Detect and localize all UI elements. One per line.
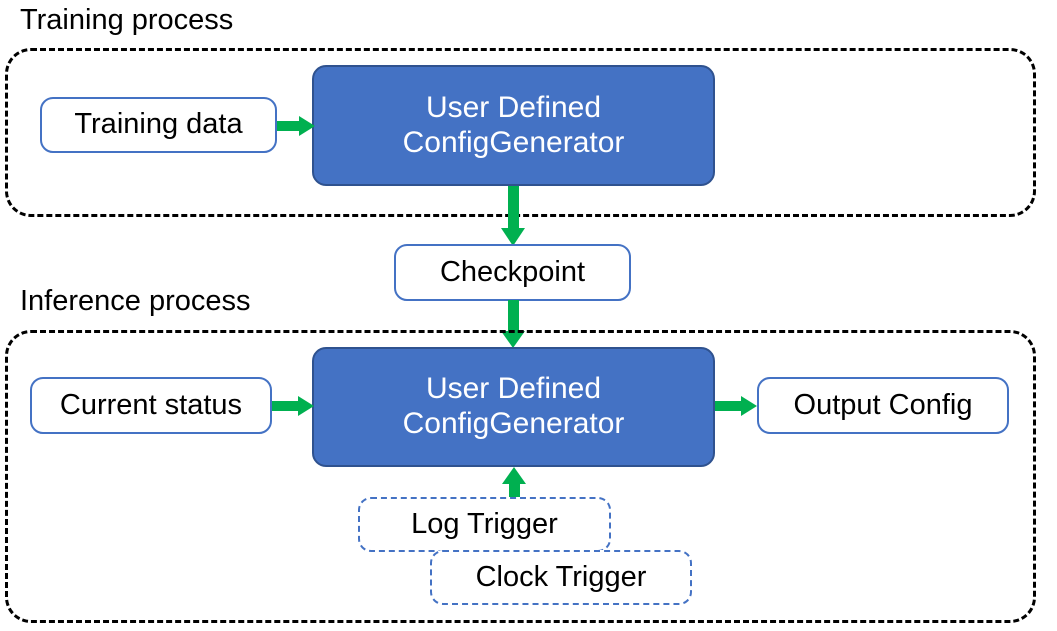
inference-config-generator-line1: User Defined: [425, 372, 602, 406]
training-process-caption: Training process: [20, 4, 234, 36]
arrow-checkpoint-to-inference-process: [501, 300, 525, 348]
arrow-current-status-to-process: [272, 396, 314, 416]
node-log-trigger-label: Log Trigger: [411, 508, 558, 540]
node-current-status-label: Current status: [59, 388, 243, 421]
training-config-generator-line2: ConfigGenerator: [402, 125, 625, 159]
node-clock-trigger-label: Clock Trigger: [475, 561, 647, 593]
inference-config-generator-line2: ConfigGenerator: [402, 407, 625, 440]
node-log-trigger[interactable]: Log Trigger: [358, 497, 611, 552]
node-training-config-generator[interactable]: User Defined ConfigGenerator: [312, 65, 715, 186]
arrow-training-process-to-checkpoint: [501, 186, 525, 246]
node-training-data[interactable]: Training data: [40, 97, 277, 153]
node-output-config[interactable]: Output Config: [757, 377, 1009, 434]
arrow-triggers-to-process: [502, 467, 526, 502]
node-checkpoint[interactable]: Checkpoint: [394, 244, 631, 301]
node-inference-config-generator[interactable]: User Defined ConfigGenerator: [312, 347, 715, 467]
node-clock-trigger[interactable]: Clock Trigger: [430, 550, 692, 605]
node-output-config-label: Output Config: [793, 388, 973, 421]
node-training-data-label: Training data: [74, 108, 243, 141]
node-current-status[interactable]: Current status: [30, 377, 272, 434]
arrow-training-data-to-process: [277, 116, 315, 136]
inference-process-container: [5, 330, 1036, 623]
arrow-process-to-output-config: [715, 396, 757, 416]
inference-process-caption: Inference process: [20, 285, 251, 317]
training-config-generator-line1: User Defined: [425, 90, 602, 124]
node-checkpoint-label: Checkpoint: [439, 255, 586, 288]
training-process-container: [5, 48, 1036, 217]
